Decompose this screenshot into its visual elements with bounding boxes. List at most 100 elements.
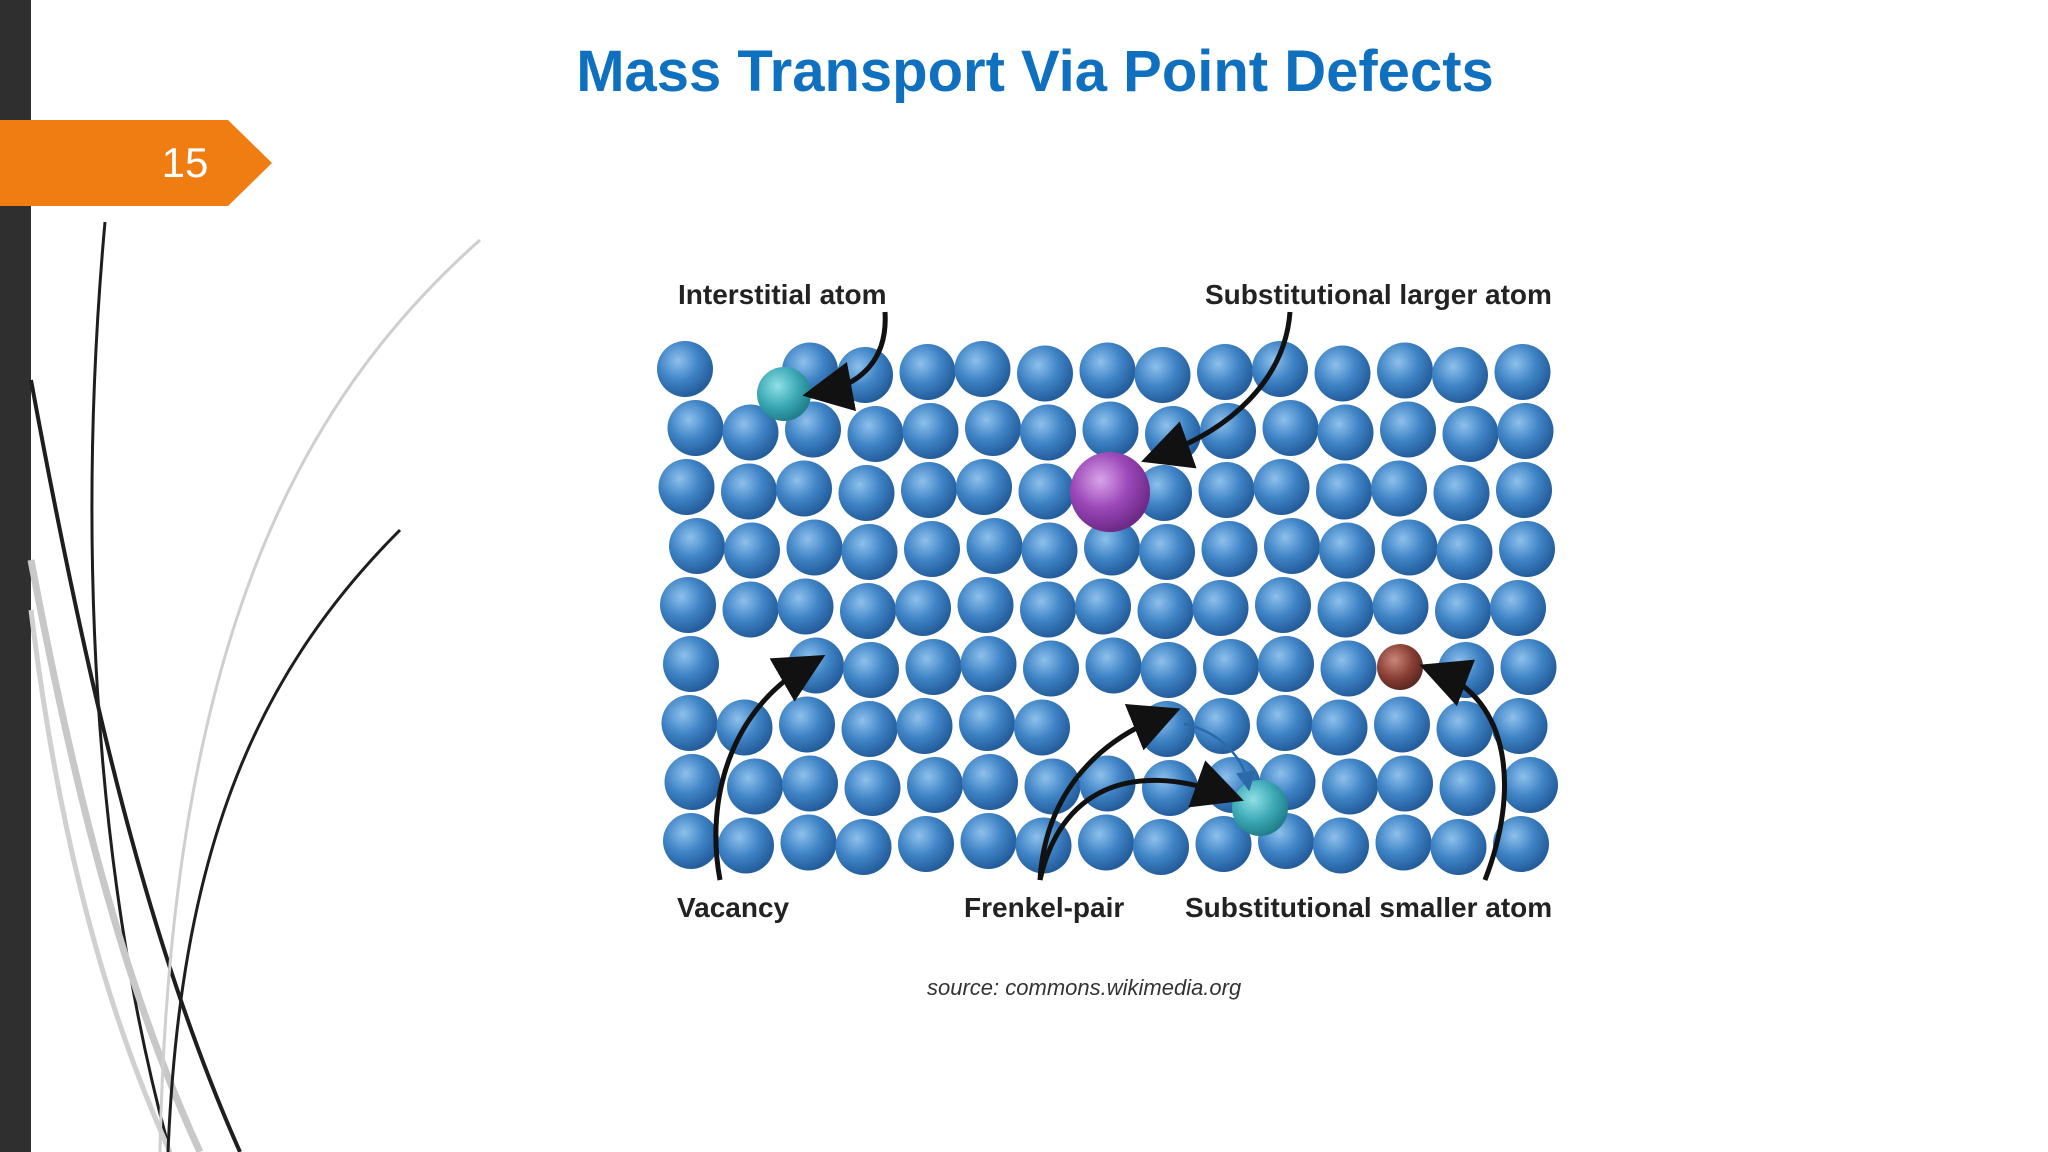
frenkel-interstitial-atom bbox=[1232, 780, 1288, 836]
lattice-atom bbox=[661, 695, 718, 751]
lattice-atom bbox=[1192, 580, 1249, 636]
lattice-atom bbox=[841, 701, 898, 757]
lattice-atom bbox=[660, 577, 716, 633]
label-vacancy: Vacancy bbox=[677, 892, 790, 923]
lattice-atom bbox=[1497, 403, 1554, 459]
lattice-atom bbox=[1319, 522, 1375, 579]
lattice-atom bbox=[1201, 521, 1258, 577]
lattice-atom bbox=[837, 347, 893, 403]
lattice-atom bbox=[727, 758, 783, 815]
label-interstitial-atom: Interstitial atom bbox=[678, 279, 887, 310]
lattice-atom bbox=[966, 518, 1023, 574]
lattice-atom bbox=[788, 637, 844, 694]
lattice-atom bbox=[1432, 347, 1488, 403]
lattice-atom bbox=[901, 462, 957, 518]
slide-title: Mass Transport Via Point Defects bbox=[576, 39, 1494, 104]
lattice-atom bbox=[1322, 758, 1378, 815]
lattice-atom bbox=[1134, 347, 1191, 403]
decorative-swooshes bbox=[27, 221, 481, 1152]
lattice-atom bbox=[1374, 696, 1430, 753]
lattice-atom bbox=[1502, 757, 1558, 813]
lattice-atom bbox=[1436, 524, 1493, 580]
lattice-atom bbox=[895, 580, 951, 636]
lattice-atom bbox=[780, 814, 837, 871]
lattice-atom bbox=[840, 583, 896, 639]
lattice-atom bbox=[663, 813, 719, 869]
lattice-atom bbox=[1435, 583, 1491, 639]
lattice-atom bbox=[1375, 814, 1432, 871]
lattice-atom bbox=[669, 518, 725, 574]
lattice-atom bbox=[1023, 640, 1079, 697]
lattice-atom bbox=[1264, 518, 1320, 574]
lattice-atom bbox=[843, 642, 899, 698]
lattice-atom bbox=[962, 754, 1018, 810]
lattice-atom bbox=[1493, 816, 1549, 872]
lattice-atom bbox=[1496, 462, 1552, 518]
interstitial-arrow bbox=[802, 311, 888, 412]
lattice-atom bbox=[838, 465, 895, 521]
lattice-atom bbox=[1133, 819, 1189, 875]
lattice-atom bbox=[1200, 403, 1256, 459]
lattice-atom bbox=[658, 459, 715, 515]
lattice-atom bbox=[907, 757, 963, 813]
lattice-atom bbox=[1433, 465, 1490, 521]
lattice-atom bbox=[1316, 463, 1372, 520]
lattice-atom bbox=[960, 636, 1017, 692]
frenkel-interstitial-arrow bbox=[1037, 760, 1244, 881]
lattice-atom bbox=[776, 460, 832, 517]
lattice-atom bbox=[1320, 640, 1377, 697]
frenkel-vacancy-arrow bbox=[1037, 704, 1181, 881]
point-defects-diagram bbox=[657, 311, 1558, 881]
source-caption: source: commons.wikimedia.org bbox=[927, 975, 1242, 1000]
vacancy-arrow bbox=[713, 654, 826, 881]
atom-lattice bbox=[657, 341, 1558, 875]
lattice-atom bbox=[1017, 345, 1073, 402]
substitutional-smaller-arrow bbox=[1419, 659, 1507, 881]
lattice-atom bbox=[722, 581, 779, 638]
lattice-atom bbox=[844, 760, 901, 816]
lattice-atom bbox=[835, 819, 892, 875]
lattice-atom bbox=[1314, 345, 1371, 402]
lattice-atom bbox=[1139, 524, 1195, 580]
lattice-atom bbox=[1024, 758, 1081, 815]
lattice-atom bbox=[1140, 642, 1197, 698]
defect-arrows bbox=[713, 311, 1507, 881]
lattice-atom bbox=[954, 341, 1011, 397]
interstitial-atom bbox=[757, 367, 811, 421]
substitutional-larger-atom bbox=[1070, 452, 1150, 532]
lattice-atom bbox=[1372, 578, 1429, 635]
lattice-atom bbox=[1499, 521, 1555, 577]
lattice-atom bbox=[782, 755, 838, 812]
lattice-atom bbox=[898, 816, 954, 872]
lattice-atom bbox=[1256, 695, 1313, 751]
lattice-atom bbox=[1380, 401, 1436, 458]
lattice-atom bbox=[1142, 760, 1198, 816]
lattice-atom bbox=[1313, 817, 1369, 874]
lattice-atom bbox=[1262, 400, 1319, 456]
lattice-atom bbox=[905, 639, 962, 695]
lattice-atom bbox=[904, 521, 960, 577]
lattice-atom bbox=[1014, 699, 1070, 756]
lattice-atom bbox=[722, 404, 779, 461]
lattice-atom bbox=[1255, 577, 1311, 633]
lattice-atom bbox=[1136, 465, 1192, 521]
lattice-atom bbox=[841, 524, 898, 580]
lattice-atom bbox=[1377, 755, 1433, 812]
lattice-atom bbox=[721, 463, 777, 520]
substitutional-smaller-atom bbox=[1377, 644, 1423, 690]
lattice-atom bbox=[1082, 401, 1139, 458]
lattice-atom bbox=[965, 400, 1021, 456]
frenkel-jump-arrow bbox=[1183, 722, 1256, 792]
lattice-atom bbox=[718, 817, 774, 874]
lattice-atom bbox=[667, 400, 724, 456]
lattice-atom bbox=[1381, 519, 1438, 576]
lattice-atom bbox=[1084, 519, 1140, 576]
lattice-atom bbox=[1137, 583, 1194, 639]
lattice-atom bbox=[663, 636, 719, 692]
lattice-atom bbox=[1198, 462, 1255, 518]
lattice-atom bbox=[847, 406, 904, 462]
lattice-atom bbox=[896, 698, 953, 754]
lattice-atom bbox=[777, 578, 834, 635]
lattice-atom bbox=[1311, 699, 1368, 756]
lattice-atom bbox=[1020, 404, 1076, 461]
